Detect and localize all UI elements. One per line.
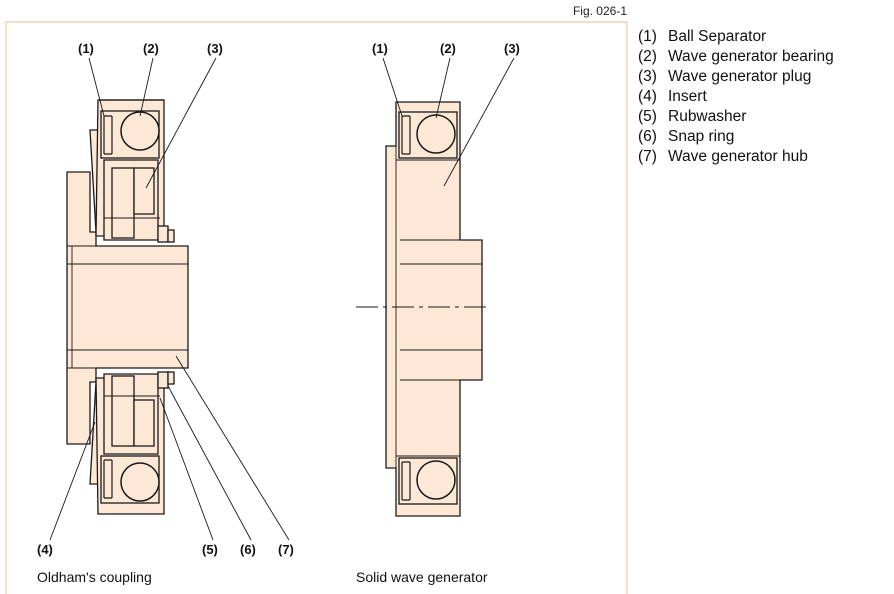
legend-label: Wave generator bearing: [668, 48, 834, 65]
callout-2-right: (2): [440, 41, 456, 56]
legend-item: (4)Insert: [638, 88, 707, 105]
caption-oldhams-coupling: Oldham's coupling: [37, 569, 152, 585]
frame-line: [6, 21, 628, 594]
legend-label: Snap ring: [668, 128, 735, 145]
callout-3-right: (3): [504, 41, 520, 56]
legend-item: (7)Wave generator hub: [638, 148, 808, 165]
legend-label: Wave generator plug: [668, 68, 812, 85]
parts-legend: (1)Ball Separator (2)Wave generator bear…: [638, 27, 834, 167]
solid-wave-generator-drawing: [356, 101, 488, 517]
oldhams-coupling-drawing: [66, 99, 189, 515]
legend-item: (3)Wave generator plug: [638, 68, 812, 85]
callout-4: (4): [37, 542, 53, 557]
legend-item: (5)Rubwasher: [638, 108, 747, 125]
lower-ball: [120, 462, 160, 502]
legend-item: (2)Wave generator bearing: [638, 48, 834, 65]
solid-lower-ball: [416, 460, 456, 500]
legend-label: Rubwasher: [668, 108, 747, 125]
legend-label: Wave generator hub: [668, 148, 808, 165]
solid-upper-ball: [416, 114, 456, 154]
leader-lines: [49, 57, 515, 541]
solid-plug-shape: [385, 101, 483, 517]
callout-2-left: (2): [143, 41, 159, 56]
callout-1-right: (1): [372, 41, 388, 56]
legend-label: Ball Separator: [668, 28, 767, 45]
callout-1-left: (1): [78, 41, 94, 56]
callout-3-left: (3): [207, 41, 223, 56]
callout-6: (6): [240, 542, 256, 557]
upper-ball: [120, 111, 160, 151]
caption-solid-wave-generator: Solid wave generator: [356, 569, 488, 585]
legend-item: (6)Snap ring: [638, 128, 735, 145]
legend-label: Insert: [668, 88, 707, 105]
legend-item: (1)Ball Separator: [638, 28, 767, 45]
figure-label: Fig. 026-1: [572, 4, 627, 18]
callout-5: (5): [202, 542, 218, 557]
callout-7: (7): [278, 542, 294, 557]
wave-generator-hub-shape: [66, 171, 189, 445]
